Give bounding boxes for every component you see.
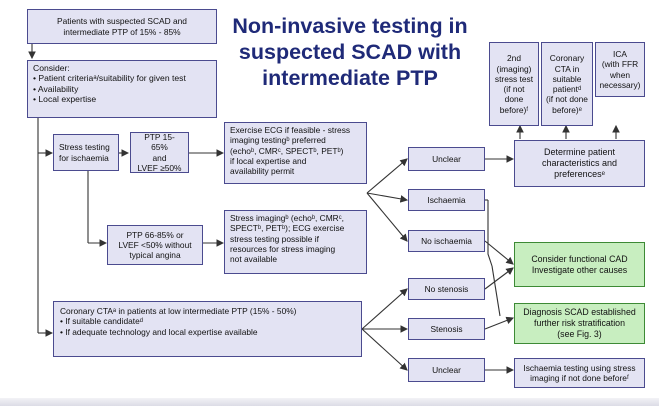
ischaemia-testing-box: Ischaemia testing using stress imaging i… [514, 358, 645, 388]
stenosis-box: Stenosis [408, 318, 485, 340]
functional-cad-box: Consider functional CAD Investigate othe… [514, 242, 645, 287]
diagnosis-scad-box: Diagnosis SCAD established further risk … [514, 303, 645, 344]
ica-box: ICA (with FFR when necessary) [595, 42, 645, 97]
consider-box: Consider: • Patient criteriaᵃ/suitabilit… [27, 60, 217, 118]
no-ischaemia-box: No ischaemia [408, 230, 485, 252]
coronary-cta-suitable-box: Coronary CTA in suitable patientᵈ (if no… [541, 42, 593, 126]
ptp-low-box: PTP 15-65% and LVEF ≥50% [130, 132, 189, 173]
no-stenosis-box: No stenosis [408, 278, 485, 300]
ptp-high-box: PTP 66-85% or LVEF <50% without typical … [107, 225, 203, 265]
stress-imaging-box: Stress imagingᵇ (echoᵇ, CMRᶜ, SPECTᵇ, PE… [224, 210, 367, 274]
second-stress-test-box: 2nd (imaging) stress test (if not done b… [489, 42, 539, 126]
exercise-ecg-box: Exercise ECG if feasible - stress imagin… [224, 122, 367, 184]
slide-bottom-strip [0, 398, 659, 406]
coronary-cta-box: Coronary CTAᵃ in patients at low interme… [53, 301, 362, 357]
unclear-bottom-box: Unclear [408, 358, 485, 382]
determine-patient-box: Determine patient characteristics and pr… [514, 140, 645, 187]
ischaemia-box: Ischaemia [408, 189, 485, 211]
page-title: Non-invasive testing in suspected SCAD w… [232, 14, 468, 90]
unclear-top-box: Unclear [408, 147, 485, 171]
stress-testing-box: Stress testing for ischaemia [53, 134, 119, 171]
patients-box: Patients with suspected SCAD and interme… [27, 9, 217, 44]
